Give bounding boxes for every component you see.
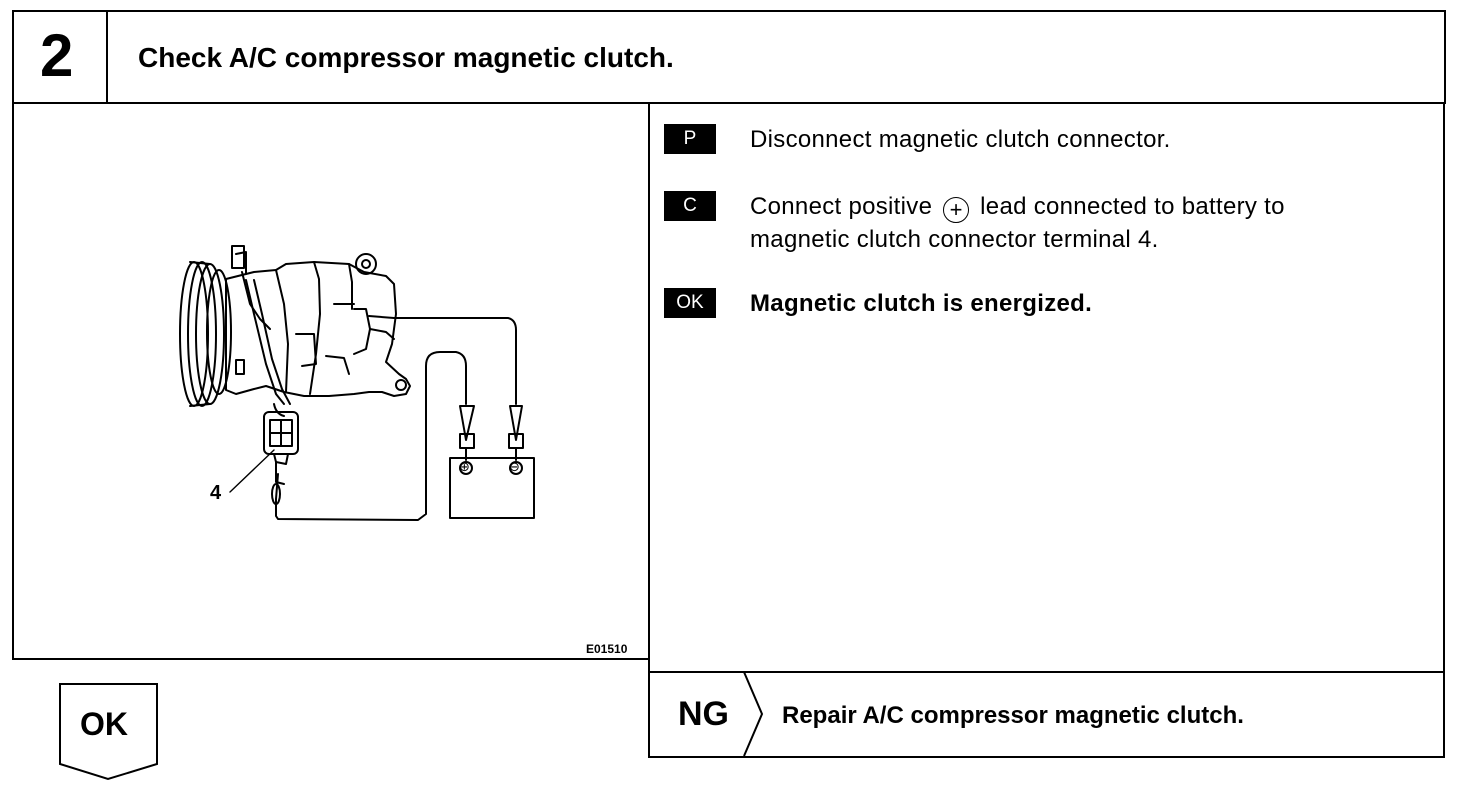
ng-row-top — [648, 671, 1445, 673]
instruction-c-text: Connect positive + lead connected to bat… — [750, 190, 1420, 256]
tag-ok: OK — [664, 288, 716, 318]
figure-panel-bottom — [12, 658, 650, 660]
step-header — [12, 10, 1446, 104]
ok-label: OK — [80, 706, 128, 742]
ok-arrow-box — [59, 683, 158, 781]
battery-minus-sign: ⊖ — [509, 459, 520, 474]
instruction-ok-text: Magnetic clutch is energized. — [750, 290, 1093, 317]
compressor-wiring-diagram — [179, 245, 535, 521]
terminal-label: 4 — [210, 482, 222, 504]
tag-p: P — [664, 124, 716, 154]
middle-divider — [648, 102, 650, 758]
ng-action: Repair A/C compressor magnetic clutch. — [782, 702, 1244, 729]
left-border — [12, 102, 14, 660]
instruction-c-part1: Connect positive — [750, 193, 933, 220]
battery-clips-shape — [459, 405, 524, 461]
compressor-body-shape — [225, 245, 411, 397]
ng-row-bottom — [648, 756, 1445, 758]
step-number-divider — [106, 10, 108, 104]
step-title: Check A/C compressor magnetic clutch. — [138, 42, 674, 73]
step-number: 2 — [40, 22, 74, 89]
clutch-connector-shape — [263, 411, 299, 485]
ng-arrow-divider — [743, 672, 764, 756]
instruction-c-part2: lead connected to battery to — [980, 193, 1285, 220]
positive-symbol: + — [943, 197, 970, 223]
battery-shape — [449, 457, 535, 519]
negative-lead-shape — [271, 351, 467, 521]
right-border — [1443, 102, 1445, 758]
tag-c: C — [664, 191, 716, 221]
pulley-shape — [179, 261, 232, 407]
terminal-leader-line — [229, 449, 275, 493]
ng-label: NG — [678, 695, 729, 733]
instruction-c-line2: magnetic clutch connector terminal 4. — [750, 226, 1159, 253]
instruction-p-text: Disconnect magnetic clutch connector. — [750, 126, 1171, 153]
positive-lead-shape — [368, 315, 517, 405]
battery-plus-sign: ⊕ — [459, 459, 470, 474]
figure-code: E01510 — [586, 642, 628, 656]
